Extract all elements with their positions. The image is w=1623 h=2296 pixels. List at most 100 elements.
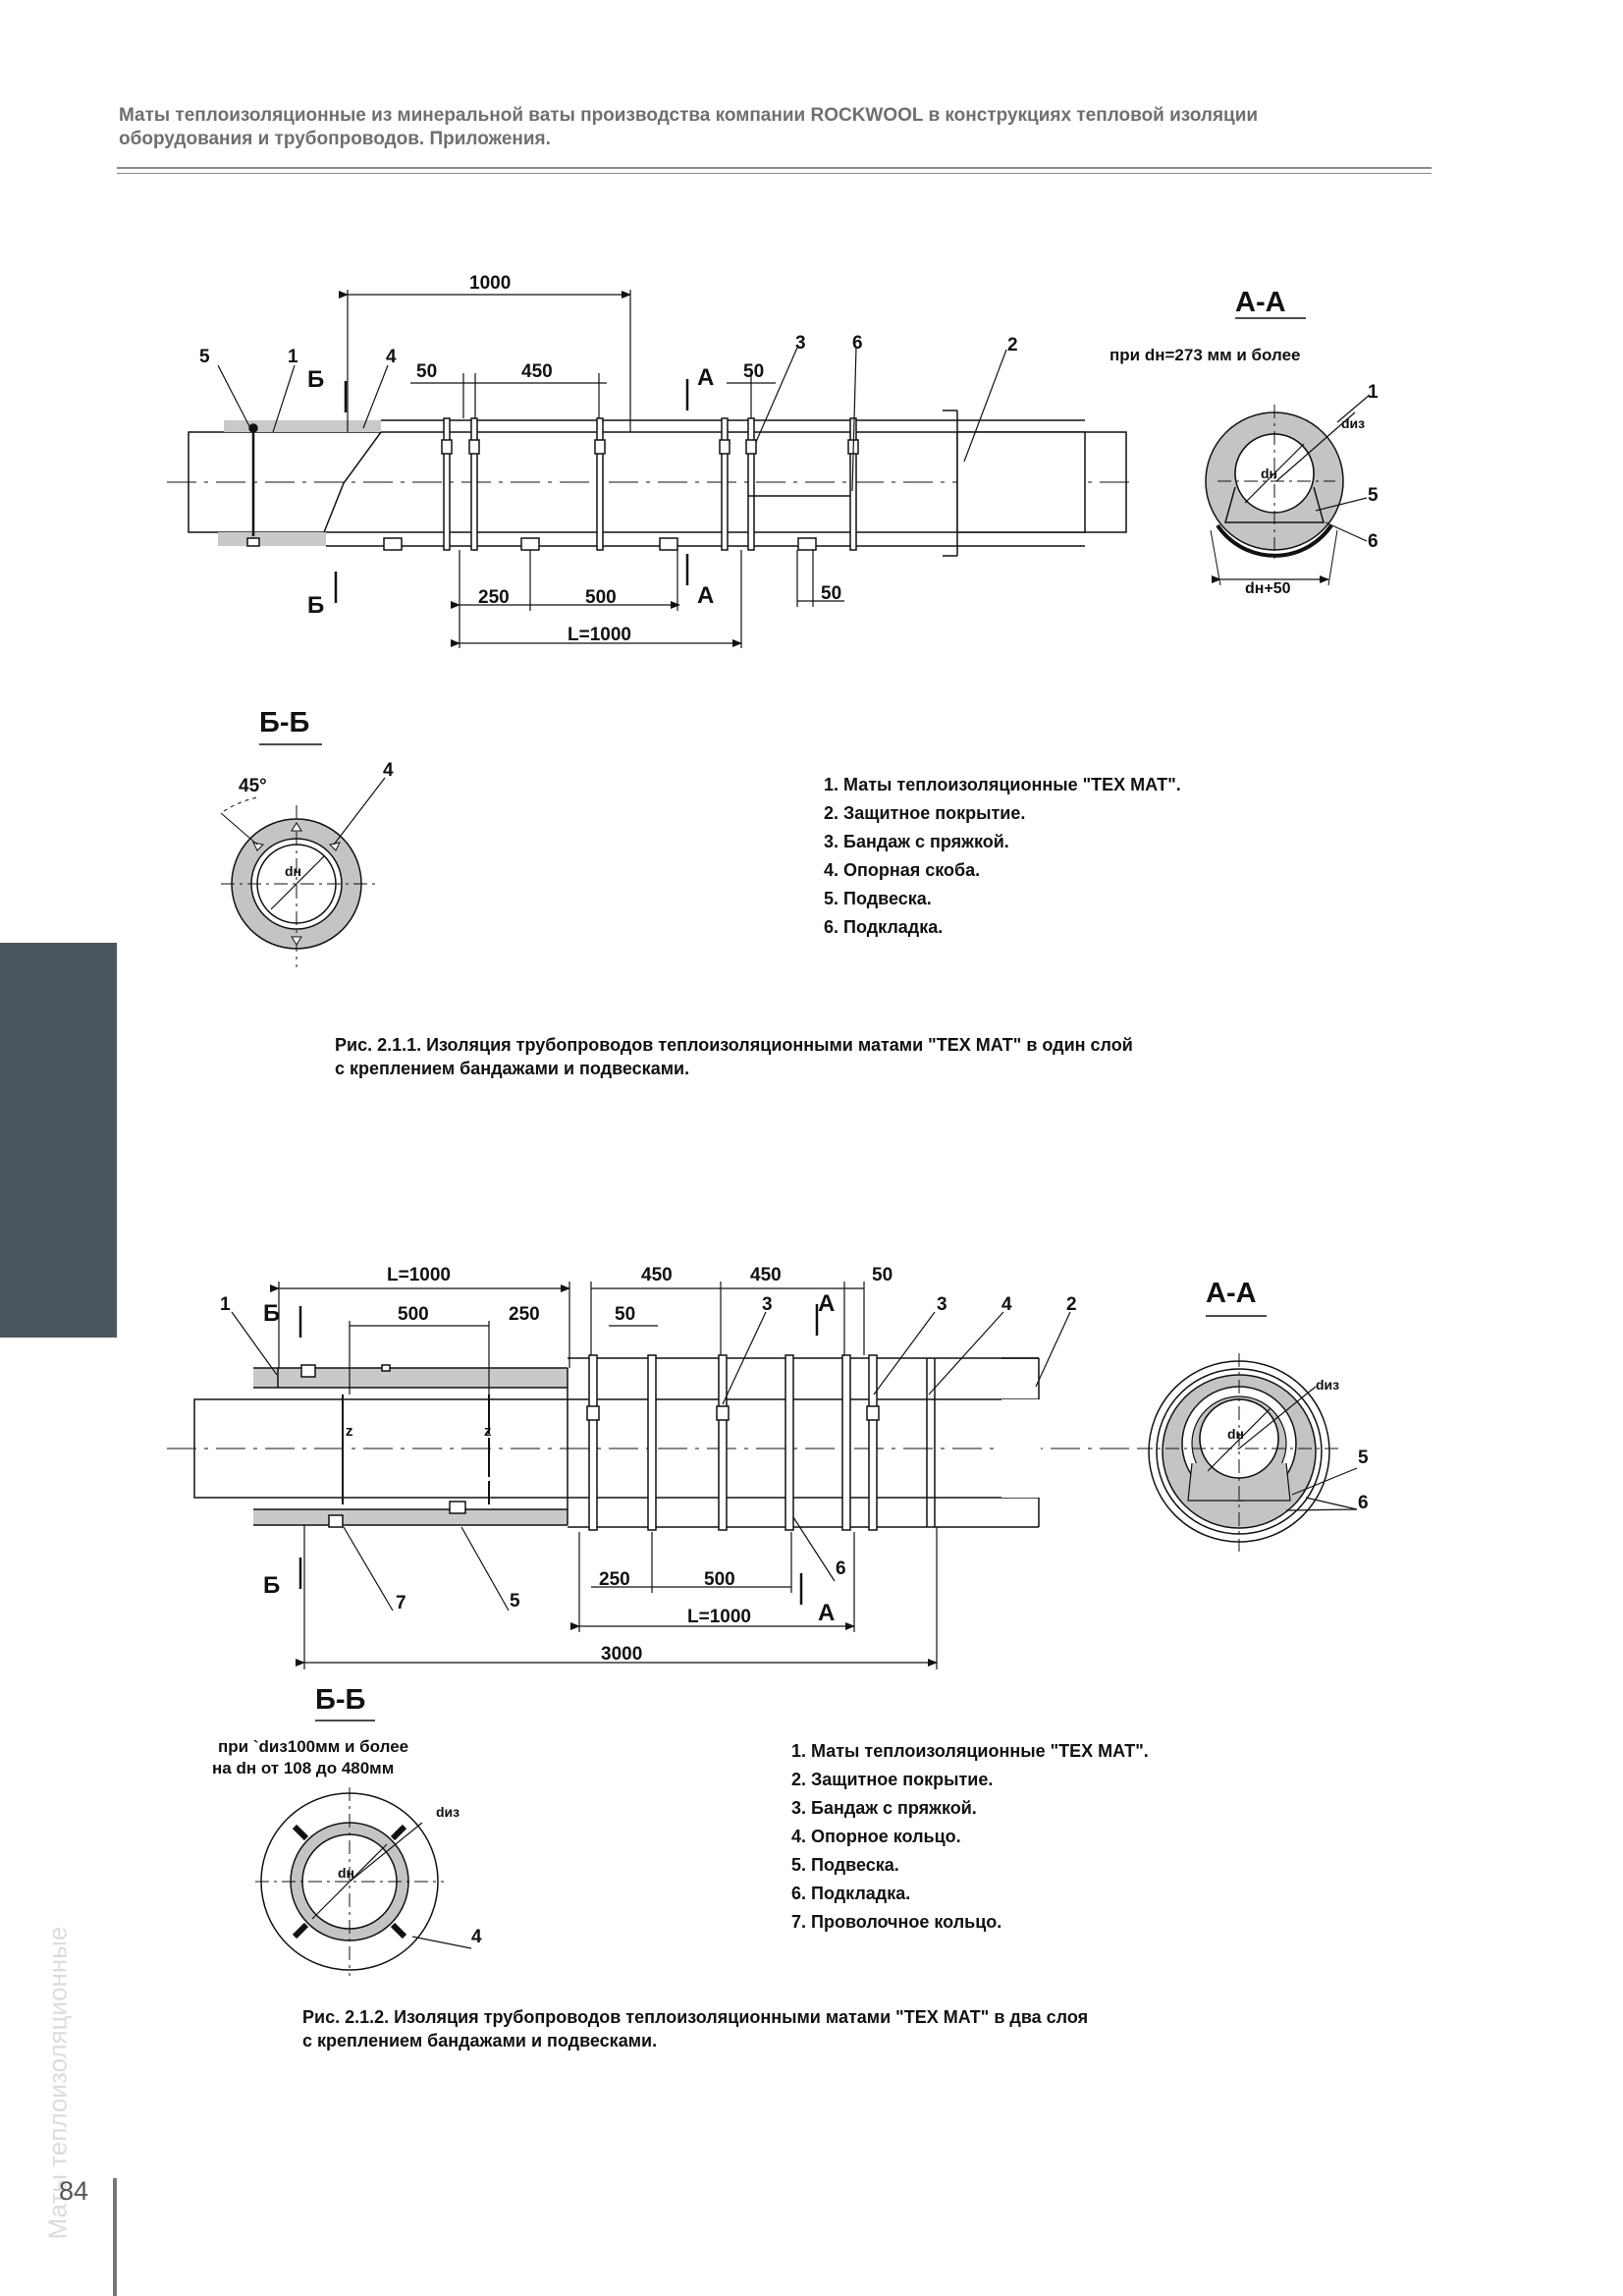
legend-item: 6. Подкладка.: [824, 917, 944, 937]
legend-item: 4. Опорное кольцо.: [791, 1827, 961, 1846]
fig2-callout-5: 5: [510, 1591, 520, 1612]
fig2-dim-50a: 50: [615, 1304, 635, 1325]
fig2-dim-L2: L=1000: [687, 1607, 751, 1627]
fig1-legend: 1. Маты теплоизоляционные "ТЕХ МАТ". 2. …: [824, 771, 1181, 942]
fig1-band: [747, 417, 755, 551]
fig2-aa-callout-5: 5: [1358, 1448, 1369, 1468]
fig1-band: [849, 417, 857, 551]
legend-item: 2. Защитное покрытие.: [824, 803, 1026, 823]
fig2-mark-b-bottom: Б: [263, 1572, 280, 1599]
legend-item: 1. Маты теплоизоляционные "ТЕХ МАТ".: [824, 775, 1181, 794]
fig2-dim-450a: 450: [641, 1265, 673, 1285]
fig1-aa-callout-1: 1: [1368, 382, 1379, 403]
fig2-callout-3a: 3: [762, 1294, 773, 1315]
document-header: Маты теплоизоляционные из минеральной ва…: [119, 104, 1434, 151]
fig1-callout-2: 2: [1007, 335, 1018, 355]
fig2-caption-line2: с креплением бандажами и подвесками.: [302, 2031, 658, 2050]
fig2-caption: Рис. 2.1.2. Изоляция трубопроводов тепло…: [302, 2005, 1186, 2052]
fig2-bb-dn: dн: [338, 1865, 354, 1881]
fig1-band: [596, 417, 604, 551]
fig2-mark-a-bottom: А: [818, 1600, 835, 1626]
fig1-callout-1: 1: [288, 347, 298, 367]
fig1-elevation: [167, 410, 1129, 557]
fig1-bb-title: Б-Б: [259, 707, 309, 738]
fig1-section-aa: А-А при dн=273 мм и более dн dиз 1 5 6 d…: [1109, 287, 1379, 597]
fig1-bb-callout-4: 4: [383, 760, 394, 781]
fig2-callout-4: 4: [1001, 1294, 1012, 1315]
fig2-dim-250b: 250: [599, 1569, 630, 1590]
fig1-caption-line1: Рис. 2.1.1. Изоляция трубопроводов тепло…: [335, 1035, 1133, 1055]
fig1-band: [721, 417, 729, 551]
fig1-mark-b-top: Б: [307, 366, 324, 393]
fig2-aa-dn: dн: [1227, 1426, 1244, 1442]
fig1-callout-6: 6: [852, 333, 863, 354]
fig1-bb-dn: dн: [285, 863, 301, 879]
fig1-aa-dn50: dн+50: [1245, 580, 1291, 597]
fig2-callout-1: 1: [220, 1294, 231, 1315]
fig1-section-bb: Б-Б 45° 4 dн: [220, 707, 394, 967]
fig1-break-line: [323, 431, 382, 533]
fig2-bb-note2: на dн от 108 до 480мм: [212, 1759, 394, 1777]
fig1-bb-angle: 45°: [239, 776, 267, 796]
legend-item: 6. Подкладка.: [791, 1884, 911, 1903]
fig2-dim-50b: 50: [872, 1265, 893, 1285]
header-rule-thin: [117, 173, 1432, 174]
fig2-bb-title: Б-Б: [315, 1684, 365, 1716]
fig2-callout-3b: 3: [937, 1294, 947, 1315]
fig2-z-left: z: [346, 1423, 353, 1440]
fig1-callout-5: 5: [199, 347, 210, 367]
fig2-caption-line1: Рис. 2.1.2. Изоляция трубопроводов тепло…: [302, 2007, 1089, 2027]
fig1-aa-note: при dн=273 мм и более: [1109, 346, 1301, 364]
header-line-1: Маты теплоизоляционные из минеральной ва…: [119, 105, 1259, 126]
fig1-insulation-bottom: [218, 532, 326, 546]
legend-item: 4. Опорная скоба.: [824, 860, 981, 880]
footer-bar: [113, 2178, 117, 2296]
fig2-dim-3000: 3000: [601, 1644, 642, 1665]
fig1-aa-callout-6: 6: [1368, 531, 1379, 552]
fig2-callout-2: 2: [1066, 1294, 1077, 1315]
fig2-aa-callout-6: 6: [1358, 1493, 1369, 1513]
fig2-callout-6: 6: [836, 1558, 846, 1579]
fig1-aa-diz: dиз: [1341, 415, 1365, 431]
fig2-dim-500b: 500: [704, 1569, 735, 1590]
fig1-band: [470, 417, 478, 551]
fig2-elevation: [167, 1354, 1139, 1531]
fig2-section-aa: А-А dн dиз 5 6: [1139, 1278, 1369, 1552]
fig1-labels: 1000 50 450 50 250 500 50 L=1000 Б Б А А…: [199, 273, 1018, 645]
header-line-2: оборудования и трубопроводов. Приложения…: [119, 129, 551, 149]
fig2-section-bb: Б-Б при `dиз100мм и более на dн от 108 д…: [212, 1684, 482, 1976]
fig1-caption: Рис. 2.1.1. Изоляция трубопроводов тепло…: [335, 1033, 1218, 1080]
side-tab: Маты теплоизоляционные: [0, 943, 117, 2239]
fig2-legend: 1. Маты теплоизоляционные "ТЕХ МАТ". 2. …: [791, 1737, 1149, 1937]
fig2-dim-500: 500: [398, 1304, 429, 1325]
fig1-dim-L: L=1000: [568, 625, 631, 645]
fig1-mark-b-bottom: Б: [307, 592, 324, 619]
fig2-aa-title: А-А: [1206, 1278, 1257, 1309]
fig1-callout-3: 3: [795, 333, 806, 354]
fig2-aa-diz: dиз: [1316, 1377, 1339, 1393]
fig1-dim-50-bottom: 50: [821, 583, 841, 604]
fig1-aa-callout-5: 5: [1368, 485, 1379, 506]
fig1-dim-450: 450: [521, 361, 553, 382]
fig2-callout-7: 7: [396, 1593, 406, 1613]
fig1-mark-a-bottom: А: [697, 582, 714, 609]
page-number: 84: [59, 2176, 89, 2206]
fig2-mark-a-top: А: [818, 1290, 835, 1317]
header-rule: [117, 167, 1432, 169]
fig1-dim-500: 500: [585, 587, 617, 608]
fig1-dim-50: 50: [416, 361, 437, 382]
legend-item: 1. Маты теплоизоляционные "ТЕХ МАТ".: [791, 1741, 1149, 1761]
fig2-bb-note1: при `dиз100мм и более: [218, 1737, 408, 1756]
legend-item: 2. Защитное покрытие.: [791, 1770, 994, 1789]
legend-item: 5. Подвеска.: [824, 889, 932, 908]
fig2-bb-callout-4: 4: [471, 1927, 482, 1947]
fig1-insulation-top: [224, 420, 381, 432]
fig2-dim-L: L=1000: [387, 1265, 451, 1285]
fig2-dim-450b: 450: [750, 1265, 782, 1285]
fig1-aa-dn: dн: [1261, 465, 1277, 481]
legend-item: 3. Бандаж с пряжкой.: [791, 1798, 977, 1818]
fig1-mark-a-top: А: [697, 364, 714, 391]
fig2-mark-b-top: Б: [263, 1300, 280, 1327]
legend-item: 3. Бандаж с пряжкой.: [824, 832, 1009, 851]
